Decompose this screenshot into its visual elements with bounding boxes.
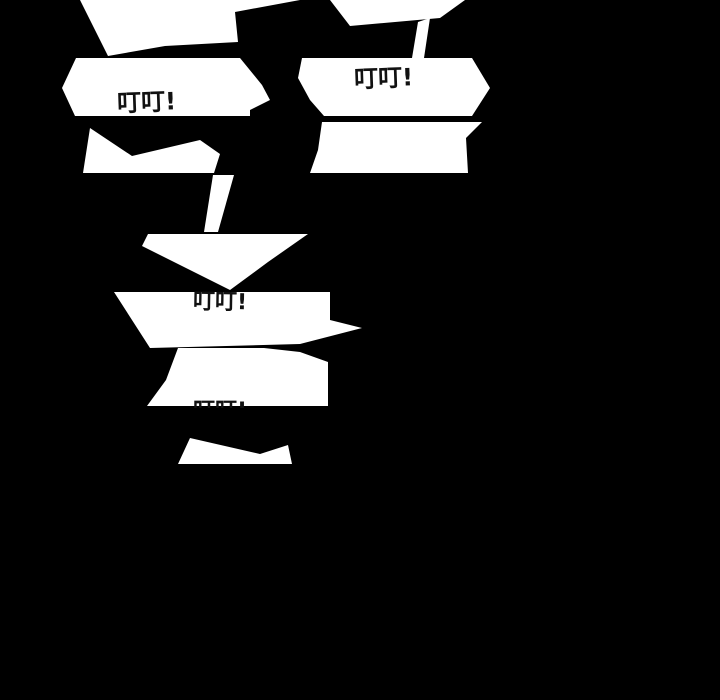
sfx-text-1: 叮叮! xyxy=(117,87,177,117)
sfx-text-3: 叮叮! xyxy=(193,289,247,315)
shard-top-right-sliver xyxy=(412,18,430,58)
sfx-text-2: 叮叮! xyxy=(354,63,414,93)
shard-top-right xyxy=(330,0,465,26)
shard-row1-right xyxy=(298,58,490,116)
shard-vertical-sliver xyxy=(204,175,234,232)
shard-top-left xyxy=(80,0,300,56)
shard-row3 xyxy=(142,234,308,290)
shard-row4 xyxy=(114,292,362,348)
shard-row5 xyxy=(147,348,328,406)
shard-row2-left xyxy=(83,128,220,173)
shard-row6 xyxy=(178,438,292,464)
shard-row1-left xyxy=(62,58,270,116)
shard-row2-right xyxy=(310,122,482,173)
shard-cover xyxy=(150,408,330,434)
